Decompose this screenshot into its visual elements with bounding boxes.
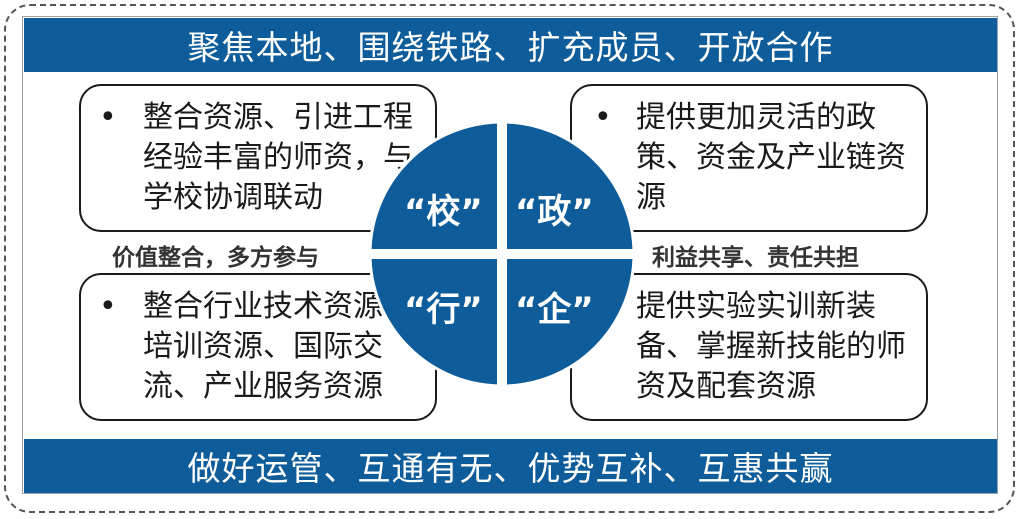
top-left-box-text: 整合资源、引进工程经验丰富的师资，与学校协调联动: [143, 100, 413, 215]
bottom-left-box-text: 整合行业技术资源、培训资源、国际交流、产业服务资源: [143, 289, 413, 404]
top-right-box: • 提供更加灵活的政策、资金及产业链资源: [570, 84, 928, 232]
horizontal-divider: [368, 249, 636, 259]
quadrant-label-government: “政”: [515, 192, 594, 232]
bottom-right-box: • 提供实验实训新装备、掌握新技能的师资及配套资源: [570, 273, 928, 421]
bullet-marker: •: [594, 100, 612, 135]
bullet-marker: •: [99, 289, 117, 324]
quadrant-label-enterprise: “企”: [515, 290, 594, 330]
bottom-right-box-text: 提供实验实训新装备、掌握新技能的师资及配套资源: [636, 289, 906, 404]
quadrant-label-industry: “行”: [404, 290, 483, 330]
middle-label-left: 价值整合，多方参与: [112, 245, 319, 271]
outer-dashed-frame: [4, 4, 1015, 513]
top-right-box-text: 提供更加灵活的政策、资金及产业链资源: [636, 100, 906, 215]
top-banner: 聚焦本地、围绕铁路、扩充成员、开放合作: [24, 18, 997, 72]
circle-graphic: [368, 120, 636, 388]
quadrant-label-school: “校”: [404, 192, 483, 232]
middle-label-right: 利益共享、责任共担: [652, 245, 859, 271]
bottom-banner: 做好运管、互通有无、优势互补、互惠共赢: [24, 439, 997, 493]
bullet-marker: •: [99, 100, 117, 135]
four-party-circle: “校” “政” “行” “企”: [368, 120, 636, 388]
